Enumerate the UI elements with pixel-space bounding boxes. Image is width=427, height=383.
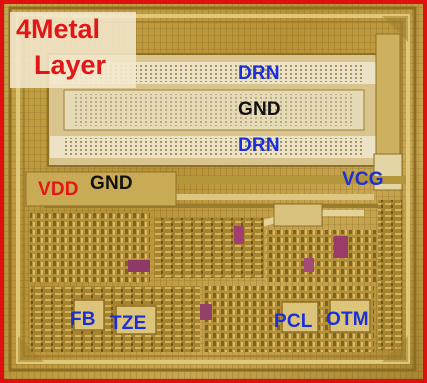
via-array-center	[74, 94, 354, 126]
title-box: 4Metal Layer	[10, 12, 136, 88]
vdd-gnd-rail	[25, 171, 177, 207]
label-tze: TZE	[110, 313, 147, 334]
bond-pad-otm	[329, 299, 371, 333]
label-drn-top: DRN	[238, 63, 280, 84]
bond-pad-pcl	[281, 301, 319, 333]
metal-line	[26, 176, 406, 184]
logic-region	[266, 230, 376, 282]
label-drn-bottom: DRN	[238, 135, 280, 156]
via-array-top	[64, 64, 364, 82]
title-line-2: Layer	[34, 50, 107, 80]
metal-block	[273, 203, 323, 227]
bond-pad-tze	[115, 305, 157, 335]
label-vdd: VDD	[38, 179, 79, 200]
label-gnd-left: GND	[90, 173, 133, 194]
corner-bevel	[18, 336, 44, 362]
seal-ring	[16, 14, 410, 364]
resistor-feature	[234, 226, 244, 244]
resistor-feature	[334, 236, 348, 258]
bond-pad-fb	[73, 299, 105, 331]
resistor-feature	[200, 304, 212, 320]
via-array-bottom	[64, 138, 364, 156]
metal-line	[74, 194, 374, 200]
label-pcl: PCL	[274, 311, 313, 332]
metal-line	[44, 204, 394, 208]
corner-bevel	[382, 16, 408, 42]
label-fb: FB	[70, 309, 96, 330]
die-edge	[8, 6, 417, 372]
label-otm: OTM	[326, 309, 369, 330]
label-vcg: VCG	[342, 169, 384, 190]
title-line-1: 4Metal	[16, 14, 101, 44]
logic-region	[378, 200, 402, 350]
resistor-feature	[304, 258, 314, 272]
resistor-feature	[128, 260, 150, 272]
logic-region	[30, 286, 200, 352]
logic-region	[154, 218, 264, 278]
chip-die-micrograph	[8, 6, 417, 372]
corner-bevel	[382, 336, 408, 362]
label-gnd-center: GND	[238, 99, 281, 120]
